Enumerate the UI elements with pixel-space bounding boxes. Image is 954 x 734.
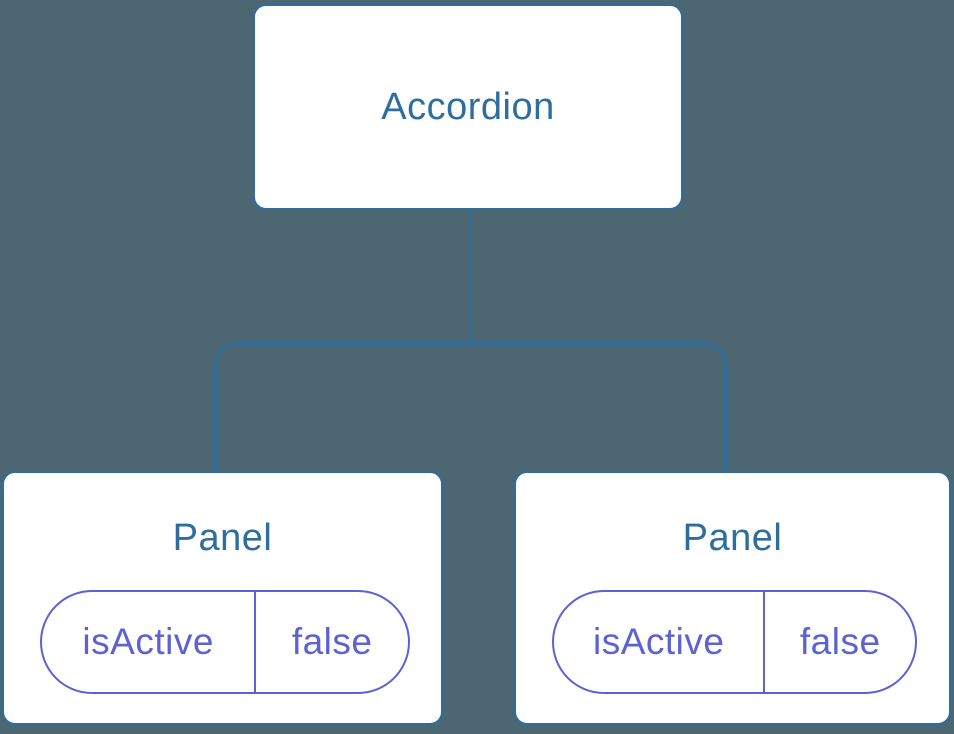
state-pill-right: isActive false xyxy=(552,590,917,694)
panel-node-left-label: Panel xyxy=(172,517,273,559)
accordion-node-label: Accordion xyxy=(381,85,555,128)
state-key-right: isActive xyxy=(554,592,766,692)
state-pill-left: isActive false xyxy=(40,590,410,694)
state-value-left: false xyxy=(291,621,373,662)
state-key-left: isActive xyxy=(42,592,257,692)
connector-bracket xyxy=(214,342,727,473)
panel-node-right: Panel isActive false xyxy=(514,471,951,725)
accordion-node: Accordion xyxy=(253,4,683,210)
panel-node-left: Panel isActive false xyxy=(2,471,443,725)
panel-node-right-label: Panel xyxy=(682,517,783,559)
state-value-right: false xyxy=(799,621,881,662)
